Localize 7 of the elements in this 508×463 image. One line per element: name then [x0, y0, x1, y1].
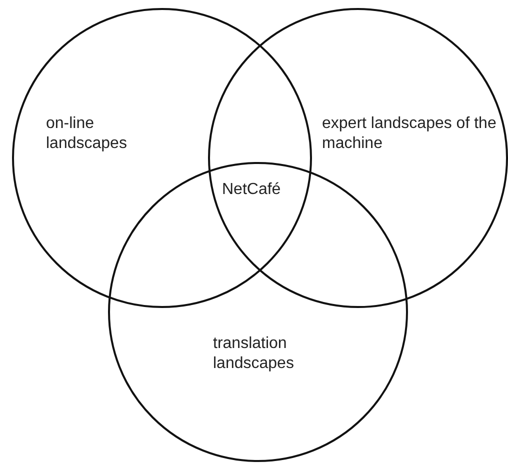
venn-circle [12, 8, 312, 308]
set-label: translation landscapes [213, 334, 295, 374]
venn-circle [208, 8, 508, 308]
set-label: on-line landscapes [46, 114, 128, 154]
intersection-label: NetCafé [222, 180, 281, 200]
venn-circle [108, 162, 408, 462]
set-label: expert landscapes of the machine [322, 114, 498, 154]
